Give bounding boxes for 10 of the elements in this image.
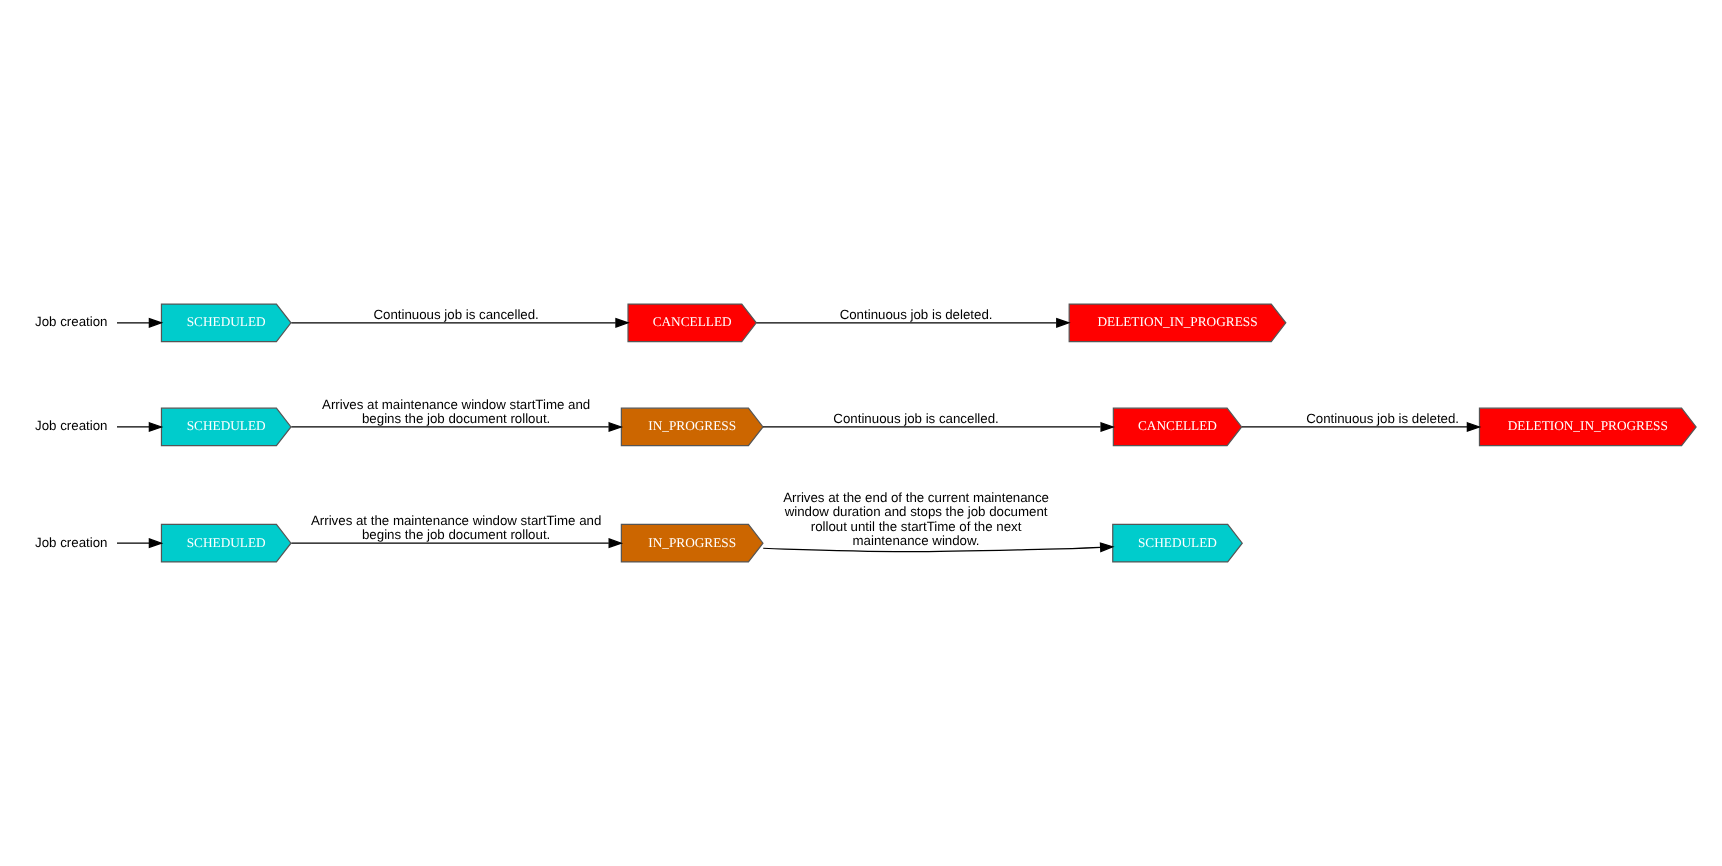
arrow: [290, 538, 624, 549]
arrow: [1241, 421, 1482, 433]
arrow: [116, 538, 164, 549]
arrow: [762, 542, 1115, 553]
arrow: [290, 317, 630, 328]
arrow: [116, 421, 164, 433]
arrow: [755, 317, 1071, 328]
arrow: [762, 421, 1115, 433]
arrow: [116, 317, 164, 328]
arrow: [290, 421, 624, 433]
